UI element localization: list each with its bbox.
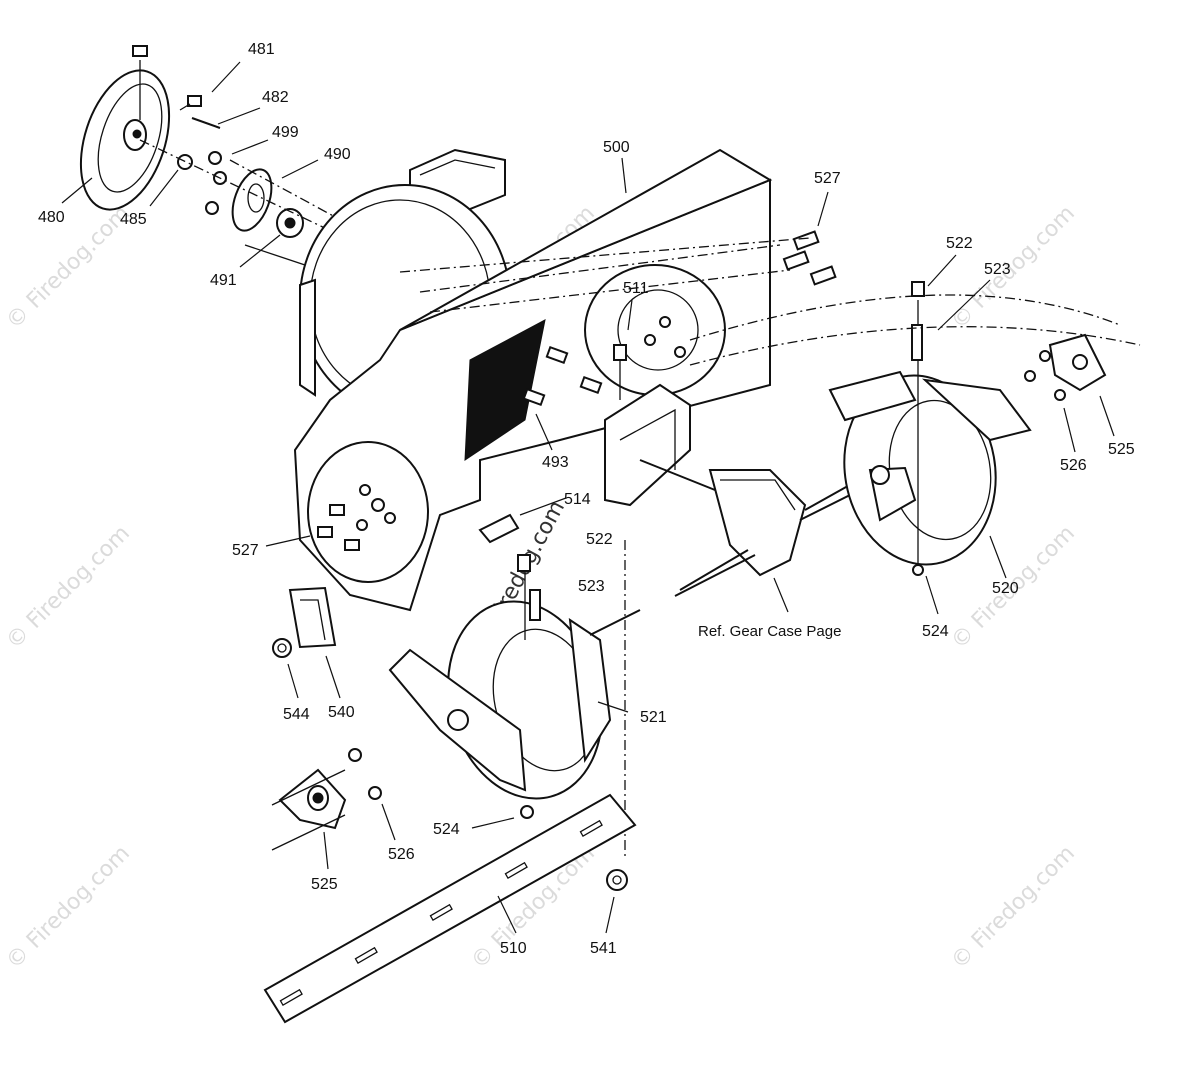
callout-485: 485 (120, 211, 147, 228)
auger-housing (293, 148, 837, 612)
callout-491: 491 (210, 272, 237, 289)
callout-511: 511 (623, 280, 649, 297)
callout-520: 520 (992, 580, 1019, 597)
callout-527: 527 (232, 542, 259, 559)
callout-544: 544 (283, 706, 310, 723)
callout-541: 541 (590, 940, 617, 957)
callout-522: 522 (586, 531, 613, 548)
callout-526: 526 (388, 846, 415, 863)
gear-case-shaft (639, 459, 861, 597)
callout-527: 527 (814, 170, 841, 187)
pulley-assembly (79, 45, 351, 266)
callout-510: 510 (500, 940, 527, 957)
callout-480: 480 (38, 209, 65, 226)
watermark: © Firedog.com (2, 521, 135, 654)
callout-499: 499 (272, 124, 299, 141)
callout-525: 525 (1108, 441, 1135, 458)
callout-493: 493 (542, 454, 569, 471)
callout-523: 523 (578, 578, 605, 595)
callout-500: 500 (603, 139, 630, 156)
callout-525: 525 (311, 876, 338, 893)
callout-526: 526 (1060, 457, 1087, 474)
watermark: © Firedog.com (2, 841, 135, 974)
scraper-bar (263, 793, 637, 1024)
callout-labels: 481 482 499 490 480 485 491 500 527 511 … (38, 41, 1135, 957)
auger-right (689, 281, 1141, 576)
watermark: © Firedog.com (2, 201, 135, 334)
callout-523: 523 (984, 261, 1011, 278)
callout-521: 521 (640, 709, 667, 726)
callout-481: 481 (248, 41, 275, 58)
callout-482: 482 (262, 89, 289, 106)
watermark: © Firedog.com (947, 841, 1080, 974)
misc-hardware (272, 513, 628, 891)
gear-case-reference-note: Ref. Gear Case Page (698, 623, 841, 640)
callout-490: 490 (324, 146, 351, 163)
callout-540: 540 (328, 704, 355, 721)
auger-left (271, 540, 641, 860)
watermark: © Firedog.com (947, 201, 1080, 334)
callout-522: 522 (946, 235, 973, 252)
callout-514: 514 (564, 491, 591, 508)
callout-524: 524 (433, 821, 460, 838)
leader-lines (61, 61, 1115, 934)
callout-524: 524 (922, 623, 949, 640)
